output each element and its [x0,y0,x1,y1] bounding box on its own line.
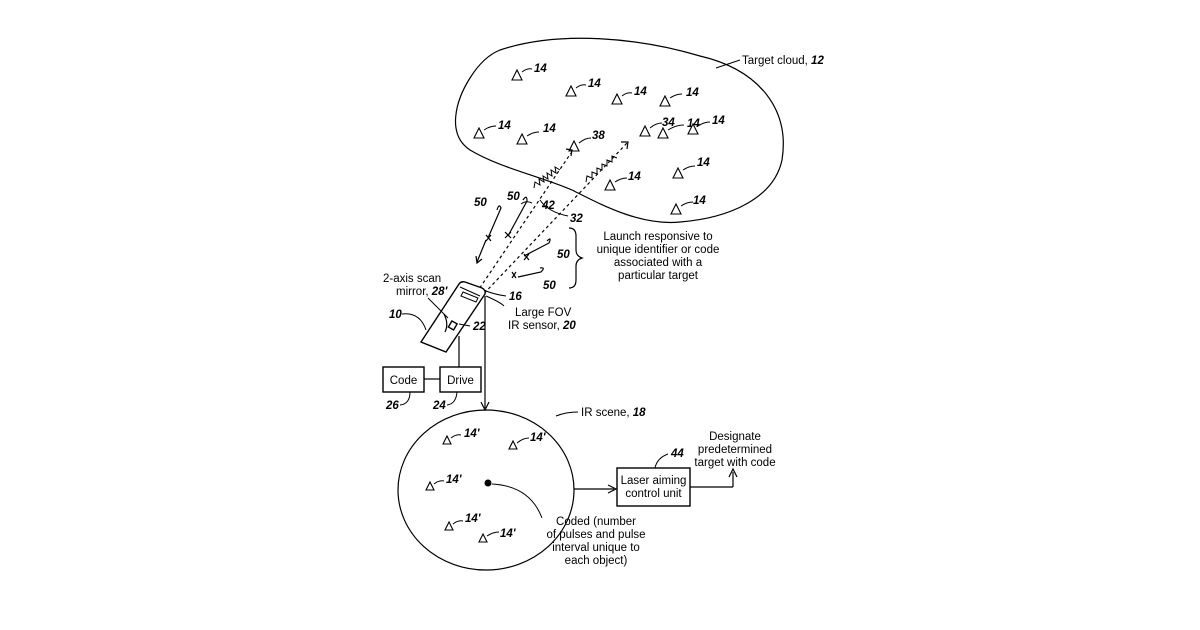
code-ref-leader [400,392,410,405]
missile-ref-a: 50 [474,197,487,209]
scan-mirror-label: 2-axis scan [383,273,441,285]
target-14-e: 14 [474,120,511,138]
target-38: 38 [569,130,605,151]
target-34: 34 [640,117,675,136]
svg-text:14: 14 [588,78,601,90]
svg-text:14': 14' [446,474,463,486]
missile-a [476,206,501,263]
target-14-d: 14 [660,87,699,106]
svg-text:14': 14' [464,428,481,440]
svg-text:of pulses and pulse: of pulses and pulse [546,529,645,541]
ir-scene-leader [556,412,578,416]
drive-box: Drive [440,367,481,392]
coded-leader [492,484,542,518]
svg-text:14: 14 [628,171,641,183]
svg-text:14: 14 [634,86,647,98]
laser-aiming-control-unit: Laser aiming control unit [617,468,690,506]
sensor-label: Large FOV [515,307,572,319]
laser-ref: 44 [670,448,684,460]
svg-text:Drive: Drive [447,375,474,387]
svg-text:Launch responsive to: Launch responsive to [603,231,712,243]
sensor-label-2: IR sensor, 20 [508,320,576,332]
scan-mirror-label-2: mirror, 28' [396,286,449,298]
missile-b [505,197,527,238]
target-14-k: 14 [671,195,706,214]
target-14-j: 14 [605,171,641,190]
device-ref: 10 [389,309,402,321]
code-box: Code [383,367,424,392]
missile-d [512,268,543,278]
svg-text:14: 14 [543,123,556,135]
ir-scene-label: IR scene, 18 [581,407,646,419]
scene-target-d: 14' [445,513,482,530]
device-leader [402,314,426,330]
launch-note: Launch responsive to unique identifier o… [597,231,720,282]
svg-text:interval unique to: interval unique to [552,542,640,554]
svg-text:14': 14' [500,528,517,540]
svg-text:unique identifier or code: unique identifier or code [597,244,720,256]
target-14-a: 14 [512,63,547,80]
svg-text:14': 14' [530,432,547,444]
svg-text:14': 14' [465,513,482,525]
aux-ref: 22 [472,321,486,333]
ref-32: 32 [570,213,583,225]
svg-text:control unit: control unit [625,488,682,500]
svg-text:Code: Code [390,375,418,387]
scene-target-b: 14' [509,432,547,449]
target-14-b: 14 [566,78,601,96]
laser-ref-leader [655,454,668,468]
scene-target-e: 14' [479,528,517,542]
missile-ref-d: 50 [543,280,556,292]
missile-c [524,239,550,260]
svg-text:associated with a: associated with a [614,257,703,269]
drive-ref: 24 [432,400,446,412]
code-ref: 26 [385,400,399,412]
scene-target-c: 14' [426,474,463,490]
sensor-window-ref: 16 [509,291,522,303]
missile-ref-b: 50 [507,191,520,203]
svg-text:target with code: target with code [694,457,775,469]
target-14-f: 14 [517,123,556,144]
svg-text:14: 14 [693,195,706,207]
scene-target-a: 14' [443,428,481,444]
target-14-i: 14 [673,157,710,178]
launch-brace [569,228,582,288]
designate-note: Designate predetermined target with code [694,431,775,469]
ref-42: 42 [541,200,555,212]
target-cloud-label: Target cloud, 12 [742,55,824,67]
svg-text:each object): each object) [565,555,628,567]
sensor-leader [486,296,504,306]
svg-text:particular target: particular target [618,270,699,282]
svg-text:14: 14 [534,63,547,75]
svg-text:Designate: Designate [709,431,761,443]
coded-note: Coded (number of pulses and pulse interv… [546,516,645,567]
pulse-train-34 [586,156,617,182]
svg-text:14: 14 [712,115,725,127]
svg-text:14: 14 [697,157,710,169]
svg-text:34: 34 [662,117,675,129]
svg-text:Coded (number: Coded (number [556,516,636,528]
svg-text:38: 38 [592,130,605,142]
svg-text:Laser aiming: Laser aiming [621,475,687,487]
svg-text:predetermined: predetermined [698,444,772,456]
target-14-c: 14 [612,86,647,104]
missile-ref-c: 50 [557,249,570,261]
drive-ref-leader [447,392,457,405]
sensor-window-leader [484,290,506,296]
ir-scene-circle [398,410,574,570]
beam-38-arrowhead [566,149,572,156]
svg-text:14: 14 [498,120,511,132]
beam-to-target-34 [476,143,627,302]
coded-target-dot [485,480,492,487]
svg-text:14: 14 [686,87,699,99]
